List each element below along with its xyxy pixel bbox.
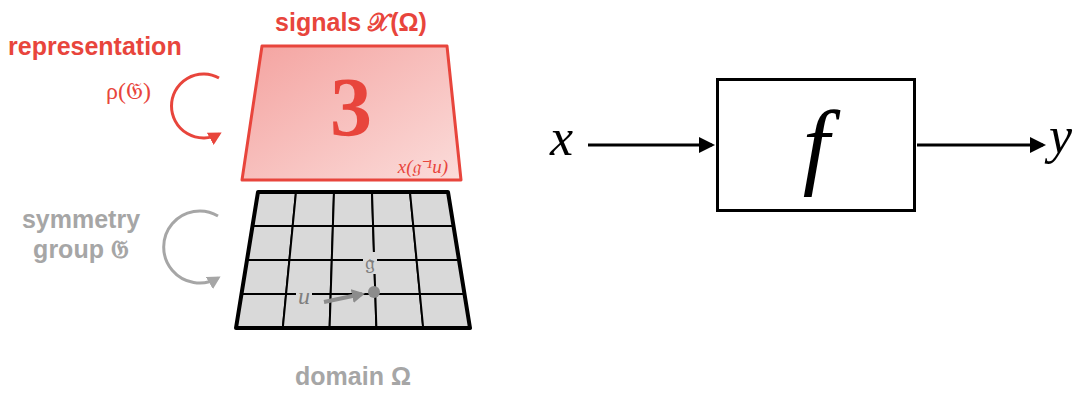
grid-cell: [236, 294, 286, 328]
representation-symbol: ρ(𝔊): [106, 78, 151, 105]
grid-cell: [289, 226, 333, 260]
point-label: u: [296, 284, 312, 308]
output-variable: y: [1049, 110, 1072, 162]
action-arrow: [164, 211, 218, 283]
grid-cell: [417, 260, 465, 294]
grid-cell: [420, 294, 470, 328]
action-arrow: [172, 74, 219, 138]
digit-image: 3: [330, 66, 372, 150]
grid-cell: [247, 226, 293, 260]
grid-cell: [374, 260, 420, 294]
signal-heading: signals 𝒳(Ω): [275, 8, 427, 38]
grid-border: [236, 192, 470, 328]
domain-grid: domain Ωu𝔤: [230, 188, 476, 334]
symmetry-label: symmetry group 𝔊: [8, 204, 154, 264]
grid-cell: [413, 226, 459, 260]
output-arrow: [917, 144, 1043, 147]
target-point: [368, 286, 380, 298]
function-symbol: f: [803, 97, 830, 193]
grid-outline: [230, 188, 476, 334]
function-box: f: [716, 78, 916, 212]
signal-plane: [242, 46, 461, 180]
grid-cell: [375, 294, 423, 328]
signal-space: signals 𝒳(Ω)3x(𝔤⁻¹u): [238, 44, 464, 182]
grid-cell: [373, 226, 417, 260]
domain-heading: domain Ω: [295, 362, 411, 391]
group-element-label: 𝔤: [363, 252, 377, 274]
grid-cell: [372, 192, 413, 226]
signal-formula: x(𝔤⁻¹u): [398, 157, 448, 178]
grid-cell: [333, 192, 373, 226]
input-variable: x: [550, 112, 573, 164]
grid-cell: [242, 260, 290, 294]
representation-label: representation: [8, 32, 182, 61]
grid-cell: [293, 192, 334, 226]
input-arrow: [588, 144, 712, 147]
group-action-arrow: [324, 294, 362, 302]
